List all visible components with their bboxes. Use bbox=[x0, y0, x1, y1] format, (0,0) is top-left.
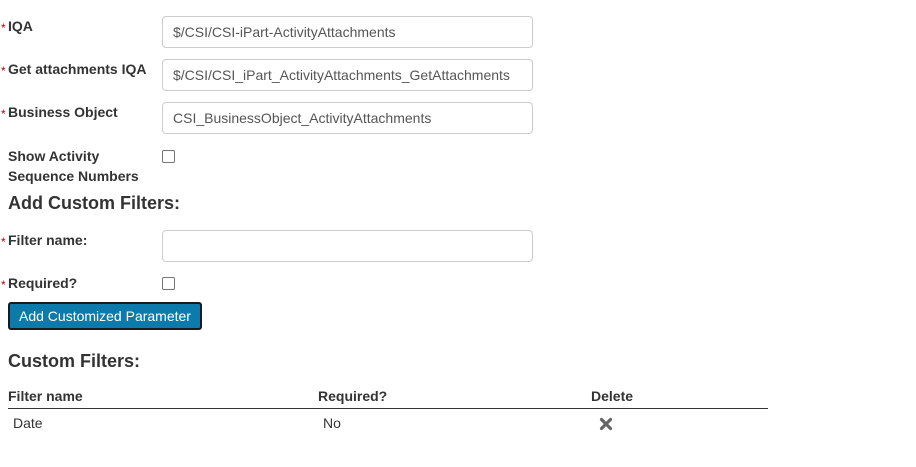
get-attachments-iqa-label: Get attachments IQA bbox=[8, 61, 147, 77]
delete-row-icon[interactable] bbox=[599, 417, 613, 431]
get-attachments-iqa-input[interactable] bbox=[162, 59, 533, 91]
cell-required: No bbox=[323, 415, 341, 431]
required-marker: * bbox=[1, 64, 6, 78]
required-marker: * bbox=[1, 107, 6, 121]
cell-filter-name: Date bbox=[13, 415, 43, 431]
show-sequence-checkbox[interactable] bbox=[162, 150, 175, 163]
column-header-delete: Delete bbox=[591, 388, 634, 404]
add-custom-filters-title: Add Custom Filters: bbox=[8, 193, 181, 213]
custom-filters-title: Custom Filters: bbox=[8, 351, 141, 371]
required-marker: * bbox=[1, 235, 6, 249]
business-object-input[interactable] bbox=[162, 102, 533, 134]
filter-name-input[interactable] bbox=[162, 230, 533, 262]
business-object-label: Business Object bbox=[8, 104, 118, 120]
custom-filters-table-header: Filter name Required? Delete bbox=[8, 386, 768, 409]
column-header-required: Required? bbox=[318, 388, 388, 404]
add-customized-parameter-button[interactable]: Add Customized Parameter bbox=[8, 302, 202, 330]
show-sequence-label-line1: Show Activity bbox=[8, 148, 100, 164]
required-label: Required? bbox=[8, 275, 78, 291]
column-header-filter-name: Filter name bbox=[8, 388, 83, 404]
iqa-input[interactable] bbox=[162, 16, 533, 48]
required-marker: * bbox=[1, 21, 6, 35]
show-sequence-label-line2: Sequence Numbers bbox=[8, 168, 139, 184]
filter-name-label: Filter name: bbox=[8, 232, 88, 248]
iqa-label: IQA bbox=[8, 18, 33, 34]
required-marker: * bbox=[1, 278, 6, 292]
required-checkbox[interactable] bbox=[162, 277, 175, 290]
